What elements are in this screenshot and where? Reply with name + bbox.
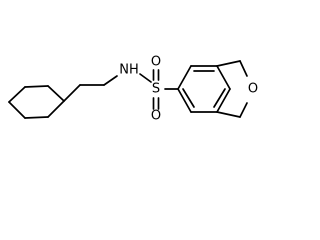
- cyclohexane-ring: [8, 85, 65, 119]
- bond: [177, 65, 192, 90]
- ethyl-linker: [63, 75, 118, 102]
- oxygen-top-label: O: [151, 55, 161, 70]
- bond: [24, 85, 49, 88]
- bond: [177, 88, 192, 113]
- bond: [216, 88, 231, 113]
- bond: [216, 111, 241, 118]
- ring-oxygen-label: O: [248, 82, 258, 97]
- bond: [47, 100, 65, 118]
- sulfur-label: S: [152, 82, 160, 97]
- bond: [47, 85, 65, 102]
- bond: [24, 116, 49, 119]
- benzene-ring: [177, 65, 231, 113]
- bond: [239, 102, 248, 118]
- chemical-structure: NH S O O O: [8, 55, 258, 124]
- bond: [8, 86, 26, 103]
- bond: [103, 75, 118, 86]
- bond: [182, 88, 195, 108]
- bond: [216, 65, 231, 90]
- bond: [8, 101, 26, 119]
- oxygen-bottom-label: O: [151, 109, 161, 124]
- nh-label: NH: [119, 63, 139, 78]
- bond: [63, 84, 81, 102]
- dihydrofuran-ring: [216, 60, 248, 118]
- bond: [216, 60, 241, 67]
- sulfonamide-group: [139, 69, 179, 110]
- bond: [213, 88, 226, 108]
- bond: [239, 60, 248, 77]
- bond: [139, 73, 152, 83]
